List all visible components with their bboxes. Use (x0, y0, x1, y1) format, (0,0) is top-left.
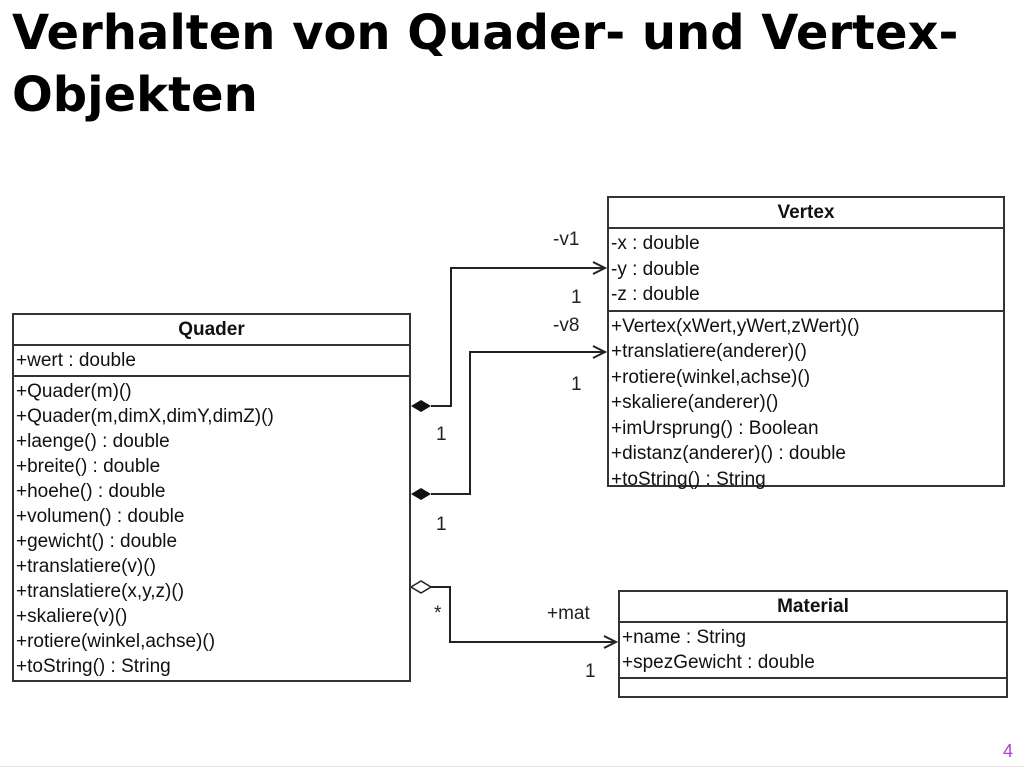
operation: +Quader(m,dimX,dimY,dimZ)() (16, 406, 274, 427)
operation: +breite() : double (16, 456, 161, 477)
association-line-v1 (431, 267, 605, 407)
arrowhead-v8 (592, 345, 608, 359)
role-label-v8: -v8 (553, 315, 580, 336)
class-vertex: Vertex -x : double -y : double -z : doub… (607, 196, 1005, 490)
operation: +rotiere(winkel,achse)() (611, 366, 811, 388)
operation: +volumen() : double (16, 506, 185, 527)
operations-section (620, 679, 1006, 703)
attributes-section: +name : String +spezGewicht : double (620, 623, 1006, 679)
slide-title: Verhalten von Quader- und Vertex-Objekte… (12, 5, 959, 123)
operation: +skaliere(anderer)() (611, 392, 779, 413)
attributes-section: -x : double -y : double -z : double (609, 229, 1003, 312)
source-multiplicity-v1: 1 (436, 424, 447, 445)
target-multiplicity-v8: 1 (571, 374, 582, 395)
association-line-v8 (431, 351, 605, 495)
operation: +laenge() : double (16, 431, 170, 452)
attribute: -x : double (611, 233, 700, 254)
arrowhead-v1 (592, 261, 608, 275)
association-line-mat (431, 586, 616, 643)
attribute: -y : double (611, 258, 700, 280)
target-multiplicity-mat: 1 (585, 661, 596, 682)
source-multiplicity-mat: * (434, 603, 442, 624)
class-name: Material (620, 592, 1006, 623)
source-multiplicity-v8: 1 (436, 514, 447, 535)
operation: +rotiere(winkel,achse)() (16, 631, 216, 652)
operation: +hoehe() : double (16, 481, 166, 502)
attributes-section: +wert : double (14, 346, 409, 377)
operations-section: +Quader(m)() +Quader(m,dimX,dimY,dimZ)()… (14, 377, 409, 681)
class-quader: Quader +wert : double +Quader(m)() +Quad… (12, 313, 411, 682)
role-label-v1: -v1 (553, 229, 580, 250)
operation: +skaliere(v)() (16, 606, 128, 627)
attribute: +wert : double (16, 350, 136, 371)
attribute: +name : String (622, 627, 747, 648)
role-label-mat: +mat (547, 603, 590, 624)
operation: +imUrsprung() : Boolean (611, 417, 819, 439)
attribute: +spezGewicht : double (622, 652, 815, 673)
arrowhead-mat (603, 635, 619, 649)
class-name: Vertex (609, 198, 1003, 229)
target-multiplicity-v1: 1 (571, 287, 582, 308)
operation: +Quader(m)() (16, 381, 132, 402)
class-material: Material +name : String +spezGewicht : d… (618, 590, 1008, 698)
operations-section: +Vertex(xWert,yWert,zWert)() +translatie… (609, 312, 1003, 495)
attribute: -z : double (611, 284, 700, 305)
class-name: Quader (14, 315, 409, 346)
page-number: 4 (1002, 741, 1013, 761)
composition-diamond-v1 (411, 400, 431, 412)
operation: +translatiere(x,y,z)() (16, 581, 185, 602)
operation: +toString() : String (16, 656, 171, 677)
operation: +translatiere(v)() (16, 556, 156, 577)
composition-diamond-v8 (411, 488, 431, 500)
operation: +distanz(anderer)() : double (611, 443, 846, 464)
operation: +toString() : String (611, 468, 766, 490)
operation: +translatiere(anderer)() (611, 341, 807, 362)
aggregation-diamond-mat (409, 580, 433, 594)
footer-divider (0, 766, 1024, 767)
operation: +gewicht() : double (16, 531, 178, 552)
operation: +Vertex(xWert,yWert,zWert)() (611, 315, 860, 337)
